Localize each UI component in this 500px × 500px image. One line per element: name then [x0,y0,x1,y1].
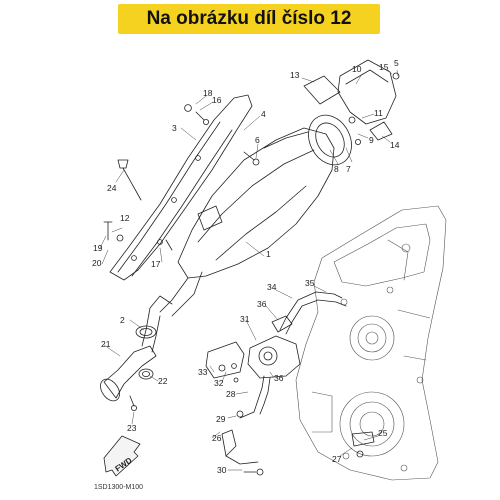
callout-16: 16 [212,95,222,105]
callout-33: 33 [198,367,208,377]
callout-14: 14 [390,140,400,150]
callout-15: 15 [379,62,389,72]
callout-12: 12 [120,213,130,223]
callout-22: 22 [158,376,168,386]
air-hoses [221,291,347,465]
bolts-washers [103,104,375,476]
callout-6: 6 [255,135,260,145]
callout-5: 5 [394,58,399,68]
callout-24: 24 [107,183,117,193]
banner-title: Na obrázku díl číslo 12 [146,8,352,29]
callout-28: 28 [226,389,236,399]
callout-29: 29 [216,414,226,424]
callout-32: 32 [214,378,224,388]
callout-31: 31 [240,314,250,324]
engine-block-outline [295,205,447,481]
callout-19: 19 [93,243,103,253]
leader-lines [99,69,399,471]
callout-8: 8 [334,164,339,174]
callout-1: 1 [266,249,271,259]
tail-pipe-end [303,59,400,166]
callout-10: 10 [352,64,362,74]
callout-30: 30 [217,465,227,475]
callout-11: 11 [374,108,383,118]
callout-23: 23 [127,423,137,433]
callout-4: 4 [261,109,266,119]
callout-9: 9 [369,135,374,145]
callout-17: 17 [151,259,161,269]
callout-3: 3 [172,123,177,133]
callout-34: 34 [267,282,277,292]
callout-27: 27 [332,454,342,464]
heat-protector [109,94,253,281]
exhaust-pipe [100,295,173,411]
callout-7: 7 [346,164,351,174]
callout-35: 35 [305,278,315,288]
callout-2: 2 [120,315,125,325]
callout-36-top: 36 [257,299,267,309]
callout-26: 26 [212,433,222,443]
muffler-body [159,127,335,317]
callout-36-bottom: 36 [274,373,284,383]
forward-direction-arrow: FWD [103,435,141,477]
callout-21: 21 [101,339,111,349]
callout-20: 20 [92,258,102,268]
callout-18: 18 [203,88,213,98]
callout-13: 13 [290,70,300,80]
diagram-code: 1SD1300-M100 [94,484,144,491]
air-valve-assembly [205,335,301,379]
callout-25: 25 [378,428,388,438]
part-number-banner: Na obrázku díl číslo 12 [118,4,380,34]
